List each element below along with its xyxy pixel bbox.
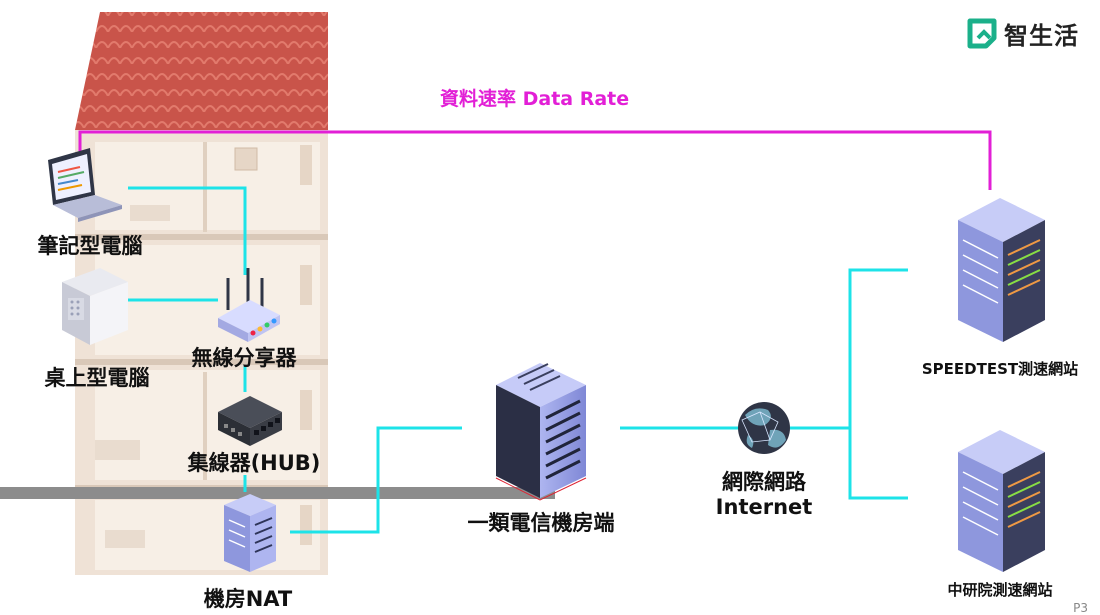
building-pipe	[0, 487, 555, 499]
speedtest-label: SPEEDTEST測速網站	[921, 360, 1079, 378]
internet-label-en: Internet	[715, 495, 813, 519]
speedtest-server-icon	[958, 198, 1045, 342]
desktop-label: 桌上型電腦	[44, 366, 150, 390]
sinica-label: 中研院測速網站	[947, 581, 1053, 599]
isp-label: 一類電信機房端	[467, 511, 615, 535]
nat-label: 機房NAT	[203, 587, 293, 611]
globe-icon	[738, 402, 790, 454]
laptop-router-link	[128, 186, 247, 275]
brand-name: 智生活	[1004, 22, 1079, 50]
page-number: P3	[1073, 601, 1088, 615]
wifi-router-icon	[218, 268, 280, 342]
roof	[75, 12, 328, 130]
data-rate-title: 資料速率 Data Rate	[440, 88, 630, 110]
isp-server-rack-icon	[495, 363, 587, 501]
desktop-pc-icon	[62, 268, 128, 345]
network-hub-icon	[218, 396, 282, 446]
laptop-label: 筆記型電腦	[37, 234, 143, 258]
zhishenghuo-logo-icon	[967, 18, 997, 48]
sinica-server-icon	[958, 430, 1045, 572]
internet-label-zh: 網際網路	[722, 470, 806, 494]
nat-server-icon	[224, 494, 276, 572]
house	[75, 12, 328, 575]
router-label: 無線分享器	[191, 346, 297, 370]
brand: 智生活	[966, 16, 1079, 51]
internet-servers-link	[848, 268, 908, 500]
hub-label: 集線器(HUB)	[187, 451, 321, 475]
nat-isp-link	[290, 426, 462, 534]
laptop-icon	[48, 148, 122, 222]
network-lines	[128, 186, 908, 534]
